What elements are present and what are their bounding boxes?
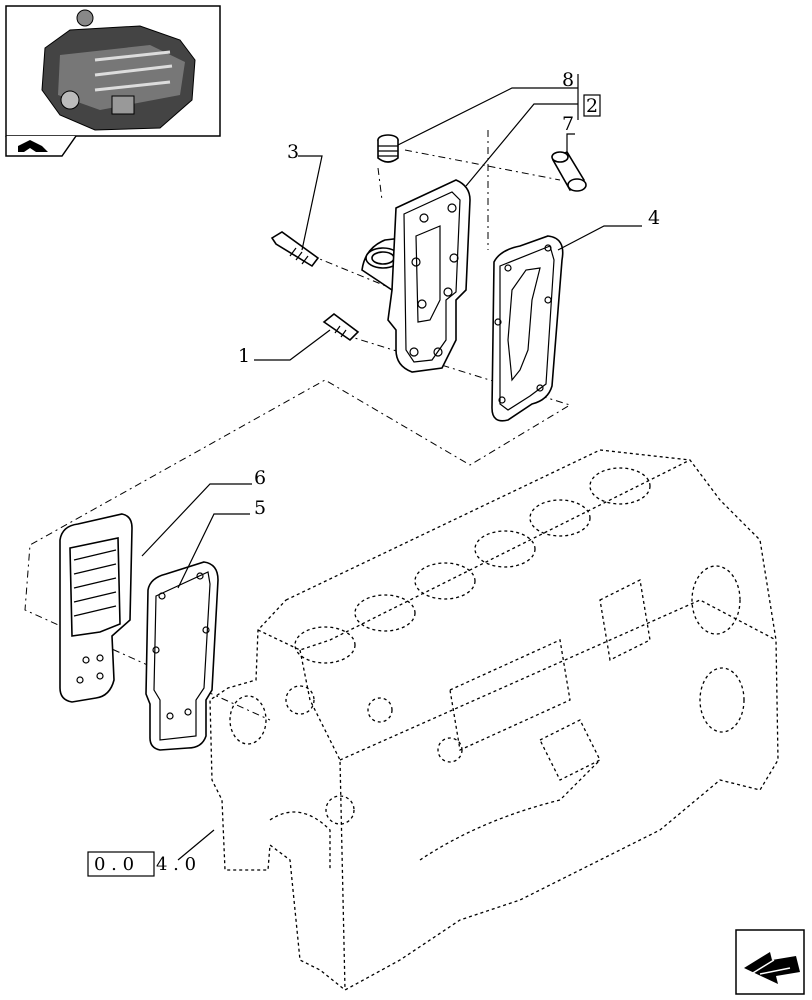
sleeve-part-7 [551, 150, 587, 192]
callout-6: 6 [254, 467, 266, 489]
section-reference-code: 0 . 0 [94, 854, 134, 875]
engine-thumbnail-icon [41, 9, 196, 131]
bolt-part-1 [322, 312, 360, 342]
leader-lines [141, 74, 642, 861]
gasket-part-4 [491, 235, 564, 422]
section-reference-suffix: 4 . 0 [156, 854, 196, 875]
callout-5: 5 [254, 497, 266, 519]
engine-block-phantom [209, 449, 779, 991]
plug-part-8 [377, 134, 399, 163]
callout-2: 2 [586, 95, 598, 117]
callout-8: 8 [562, 69, 574, 91]
engine-thumbnail[interactable] [5, 5, 221, 157]
callout-4: 4 [648, 207, 660, 229]
oil-cooler-part-6 [59, 513, 133, 703]
callout-7: 7 [562, 113, 574, 135]
bolt-part-3 [270, 231, 320, 268]
back-arrow-icon[interactable] [18, 140, 48, 152]
section-reference[interactable]: 0 . 0 4 . 0 [87, 851, 196, 877]
callout-1: 1 [238, 345, 250, 367]
callout-2-box: 2 [583, 94, 601, 117]
next-page-icon[interactable] [735, 929, 805, 995]
filter-support-part-2 [361, 179, 471, 373]
callout-3: 3 [287, 141, 299, 163]
gasket-part-5 [145, 561, 219, 751]
